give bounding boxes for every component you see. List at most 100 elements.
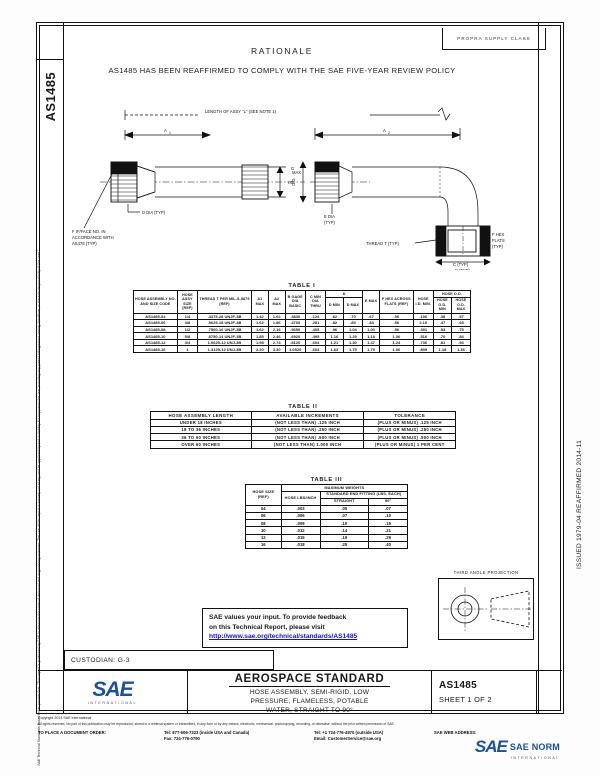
table-1-cell: 1.3125-12 UNJ-3B: [197, 345, 252, 354]
table-1-cell: AS1485-06: [133, 319, 178, 327]
title-block-description-cell: AEROSPACE STANDARD HOSE ASSEMBLY, SEMI-R…: [188, 671, 432, 714]
table-1-cell: 1.75: [362, 345, 380, 354]
table-2-cell: (PLUS OR MINUS) .125 INCH: [363, 418, 456, 427]
rationale-heading: RATIONALE: [251, 46, 313, 56]
spine-standard-text: AS1485: [42, 72, 58, 122]
footer: Copyright 2014 SAE International All rig…: [38, 716, 562, 760]
custodian-box: CUSTODIAN: G-3: [64, 650, 274, 670]
table-2-cell: (PLUS OR MINUS) .500 INCH: [363, 432, 456, 442]
table-1-cell: .82: [325, 319, 344, 327]
feedback-line-1: SAE values your input. To provide feedba…: [209, 614, 347, 621]
table-2-cell: UNDER 18 INCHES: [150, 418, 252, 427]
table-3-cell: .10: [319, 519, 370, 528]
footer-order-label: TO PLACE A DOCUMENT ORDER:: [38, 729, 107, 735]
table-2-row: OVER 60 INCHES(NOT LESS THAN) 1.000 INCH…: [150, 440, 456, 449]
footer-tel-outside: Tel: +1 724-776-4970 (outside USA): [314, 729, 384, 735]
table-2-row: UNDER 18 INCHES(NOT LESS THAN) .125 INCH…: [150, 418, 456, 427]
th-end-fitting: STANDARD END FITTING (LBS. EACH): [319, 490, 408, 499]
th-e-max: E MAX: [362, 290, 380, 314]
table-3-row: 04.003.05.07: [245, 504, 408, 513]
table-3-cell: .003: [280, 504, 321, 513]
table-2-cell: (NOT LESS THAN) .500 INCH: [250, 432, 365, 442]
supply-class-box: PROPRA SUPPLY CLASS: [442, 28, 546, 50]
engineering-drawing: LENGTH OF ASSY "L" (SEE NOTE 1) A 1 A 2 …: [70, 100, 530, 270]
table-2-cell: 36 TO 60 INCHES: [150, 432, 252, 442]
table-3-cell: 10: [245, 526, 282, 535]
th-d-min: D MIN: [325, 296, 344, 314]
th-hose-od-min: HOSE O.D. MIN: [432, 296, 452, 314]
label-d-typ: D DIA (TYP): [142, 210, 166, 215]
table-1-cell: .56: [378, 319, 414, 327]
th-c-min-dia: C MIN DIA THRU: [304, 290, 327, 314]
th-hose-assembly-no: HOSE ASSEMBLY NO. AND SIZE CODE: [133, 290, 178, 314]
table-1-cell: .65: [450, 319, 472, 327]
footer-email[interactable]: Email: CustomerService@sae.org: [314, 736, 382, 742]
table-3-cell: .05: [319, 504, 370, 513]
table-1-cell: AS1485-04: [133, 312, 178, 321]
table-3-cell: .10: [368, 511, 408, 521]
table-3-cell: .012: [280, 526, 321, 535]
issue-date-block: ISSUED 1979-04 REAFFIRMED 2014-11: [576, 440, 598, 569]
issue-date-text: ISSUED 1979-04 REAFFIRMED 2014-11: [576, 440, 583, 569]
sae-logo-subtitle: INTERNATIONAL: [87, 701, 138, 705]
table-1-cell: .75: [450, 325, 472, 334]
table-3-cell: .07: [368, 504, 408, 513]
footer-web-label: SAE WEB ADDRESS:: [434, 729, 477, 735]
right-spine: [538, 22, 564, 714]
table-1-cell: 1.98: [250, 338, 269, 347]
table-1-subheader-row: D MIN D MAX HOSE O.D. MIN HOSE O.D. MAX: [134, 296, 472, 314]
table-3-cell: .14: [319, 526, 370, 535]
th-hose-assy-size: HOSE ASSY SIZE (REF): [176, 290, 199, 314]
table-2-cell: (NOT LESS THAN) 1.000 INCH: [250, 440, 365, 449]
table-2: HOSE ASSEMBLY LENGTH AVAILABLE INCREMENT…: [150, 411, 456, 449]
table-1-cell: 3.30: [267, 345, 286, 354]
table-1-head: HOSE ASSEMBLY NO. AND SIZE CODE HOSE ASS…: [133, 290, 472, 314]
table-3-cell: .006: [280, 511, 321, 521]
table-1-cell: .94: [450, 338, 472, 347]
table-1-cell: .196: [412, 312, 434, 321]
table-1-cell: 1/2: [176, 325, 199, 334]
table-1-cell: 3/4: [176, 338, 199, 347]
description-line-1: HOSE ASSEMBLY, SEMI-RIGID, LOW: [249, 689, 370, 696]
feedback-url-link[interactable]: http://www.sae.org/technical/standards/A…: [209, 633, 358, 641]
table-1-cell: .62: [325, 312, 344, 321]
sae-logo-word: SAE: [92, 678, 133, 701]
table-1-cell: 1.62: [250, 319, 269, 327]
table-1-cell: .7500-16 UNJF-3B: [197, 325, 252, 334]
aerospace-standard-label: AEROSPACE STANDARD: [228, 673, 391, 687]
label-max: MAX: [292, 170, 301, 175]
label-flare3: (TYP): [492, 244, 504, 249]
table-1-cell: .56: [378, 325, 414, 334]
table-1-cell: 1.75: [342, 345, 364, 354]
table-1-cell: 2.46: [267, 332, 286, 340]
table-3-cell: .19: [319, 533, 370, 542]
table-1-cell: 1.03: [362, 325, 380, 334]
table-1-cell: 3/8: [176, 319, 199, 327]
footer-copyright: Copyright 2014 SAE International: [38, 716, 92, 720]
table-3-cell: .018: [280, 540, 321, 550]
table-2-head: HOSE ASSEMBLY LENGTH AVAILABLE INCREMENT…: [150, 411, 456, 420]
table-1-cell: 1.63: [325, 345, 344, 354]
label-a1: A: [164, 128, 167, 133]
table-1-cell: AS1485-12: [133, 338, 178, 347]
feedback-line-2: on this Technical Report, please visit: [209, 623, 325, 631]
footer-logo-row: SAE SAE NORM: [475, 738, 560, 755]
label-identify-2: ACCORDANCE WITH: [72, 235, 114, 240]
table-3-cell: 12: [245, 533, 282, 542]
table-1-cell: .81: [432, 338, 452, 347]
footer-web-col: SAE WEB ADDRESS:: [434, 730, 554, 743]
table-1-cell: 1.86: [267, 319, 286, 327]
table-1-cell: 1.06: [378, 345, 414, 354]
supply-class-text: PROPRA SUPPLY CLASS: [457, 36, 531, 41]
rationale-text: AS1485 HAS BEEN REAFFIRMED TO COMPLY WIT…: [108, 66, 456, 75]
table-1-cell: 1.42: [250, 312, 269, 321]
spine-standard-label: AS1485: [36, 42, 64, 152]
label-c-typ: C (TYP): [453, 262, 469, 267]
table-1-cell: 1.04: [342, 325, 364, 334]
table-1-cell: .70: [432, 332, 452, 340]
table-1-header-row: HOSE ASSEMBLY NO. AND SIZE CODE HOSE ASS…: [133, 290, 472, 314]
table-1-cell: .56: [378, 312, 414, 321]
table-3-cell: 04: [245, 504, 282, 513]
